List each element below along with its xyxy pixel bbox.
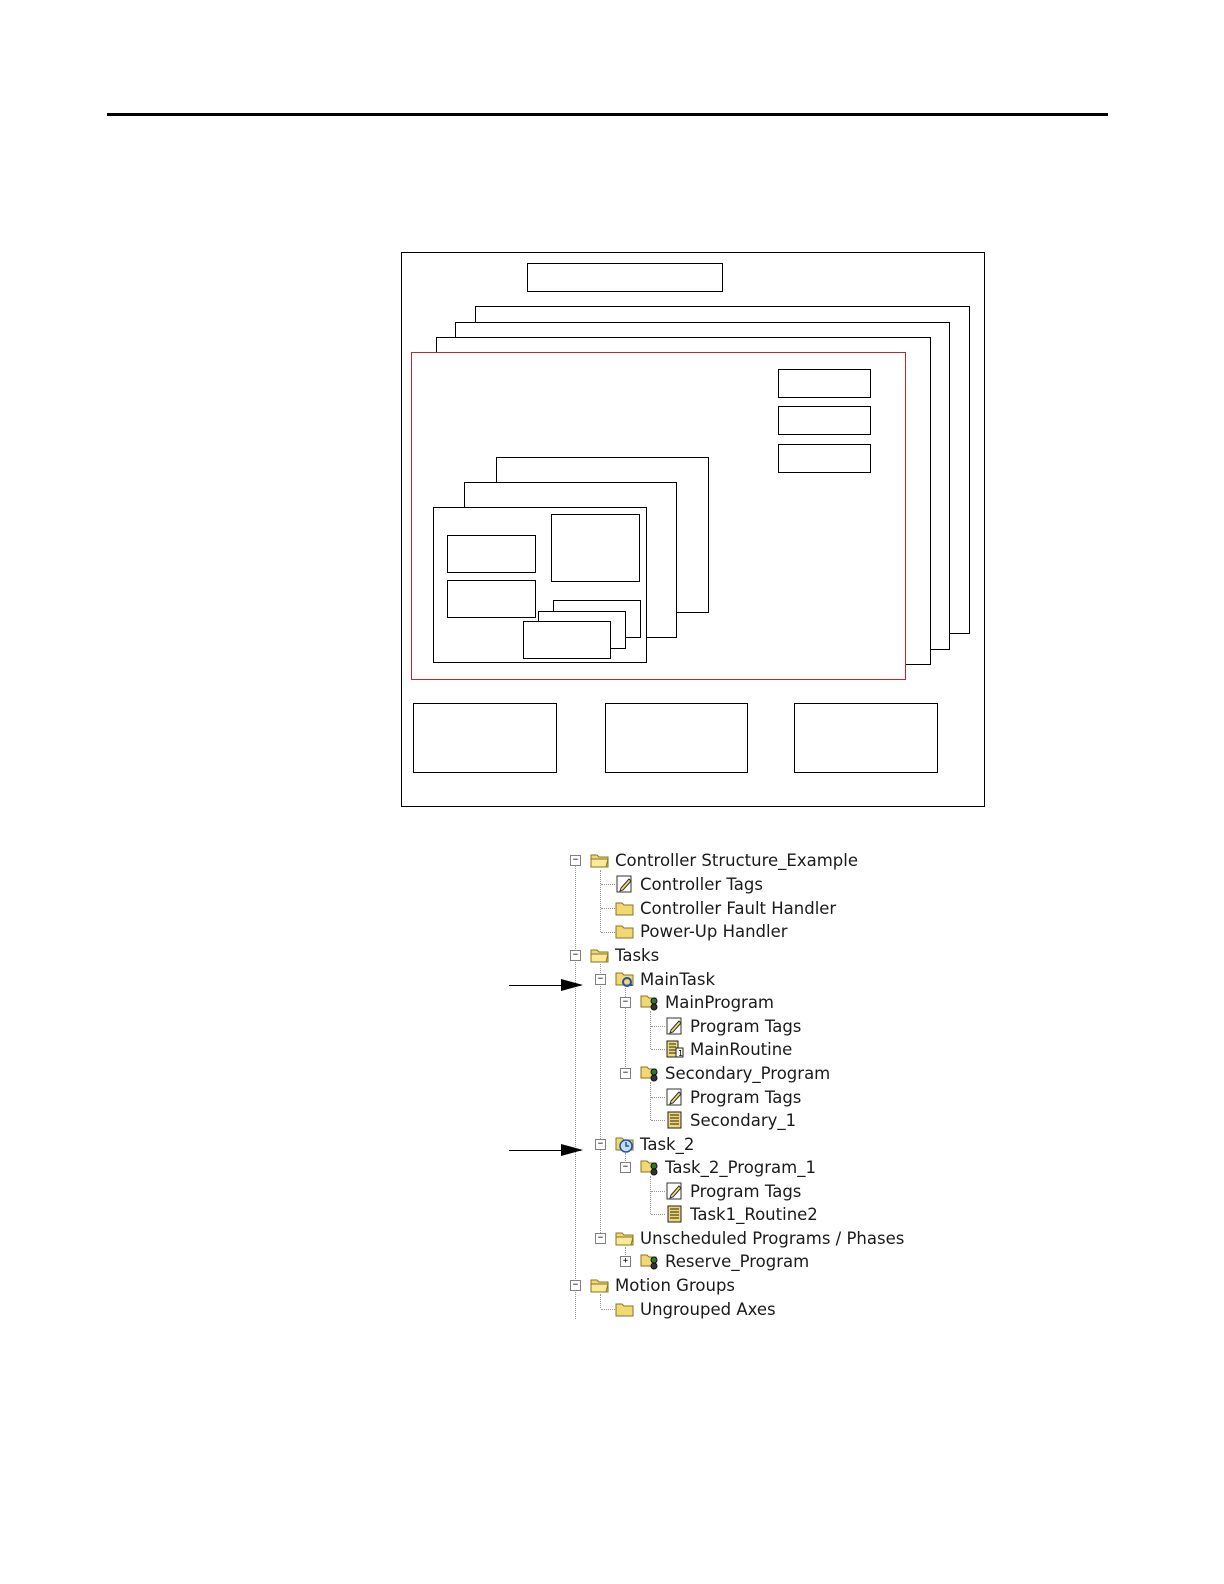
- collapse-toggle[interactable]: −: [570, 855, 581, 866]
- folder-icon: [615, 1303, 634, 1317]
- tree-node-program-tags[interactable]: Program Tags: [665, 1086, 801, 1108]
- routine-icon: [667, 1111, 682, 1129]
- tree-node-label: Motion Groups: [615, 1275, 736, 1295]
- tree-node-mainprogram[interactable]: MainProgram: [640, 991, 774, 1013]
- tree-node-task-2-program-1[interactable]: Task_2_Program_1: [640, 1156, 816, 1178]
- tree-node-controller-tags[interactable]: Controller Tags: [615, 873, 763, 895]
- folder-open-icon: [590, 949, 609, 963]
- folder-open-icon: [590, 1279, 609, 1293]
- collapse-toggle[interactable]: −: [620, 1068, 631, 1079]
- tree-node-task1-routine2[interactable]: Task1_Routine2: [665, 1203, 818, 1225]
- folder-icon: [615, 925, 634, 939]
- routine-icon: [667, 1205, 682, 1223]
- tree-node-maintask[interactable]: MainTask: [615, 968, 715, 990]
- collapse-toggle[interactable]: −: [595, 974, 606, 985]
- collapse-toggle[interactable]: −: [620, 1162, 631, 1173]
- expand-toggle[interactable]: +: [620, 1256, 631, 1267]
- tree-node-fault-handler[interactable]: Controller Fault Handler: [615, 897, 836, 919]
- tree-node-label: Program Tags: [690, 1087, 802, 1107]
- tags-icon: [666, 1017, 682, 1035]
- program-icon: [640, 995, 658, 1011]
- bottom-box-3: [794, 703, 938, 773]
- callout-arrow-maintask: [509, 979, 583, 991]
- periodic-task-icon: [615, 1137, 634, 1153]
- tree-node-secondary-program[interactable]: Secondary_Program: [640, 1062, 830, 1084]
- tree-node-label: Program Tags: [690, 1016, 802, 1036]
- tags-icon: [666, 1182, 682, 1200]
- tree-node-unscheduled[interactable]: Unscheduled Programs / Phases: [615, 1227, 904, 1249]
- tree-node-reserve-program[interactable]: Reserve_Program: [640, 1250, 809, 1272]
- routine-card-front: [523, 621, 611, 659]
- tree-node-label: MainProgram: [665, 992, 775, 1012]
- tree-node-task-2[interactable]: Task_2: [615, 1133, 694, 1155]
- tree-node-controller[interactable]: Controller Structure_Example: [590, 849, 858, 871]
- folder-icon: [615, 902, 634, 916]
- tree-node-ungrouped-axes[interactable]: Ungrouped Axes: [615, 1298, 776, 1320]
- controller-title-box: [527, 263, 723, 292]
- tree-node-mainroutine[interactable]: 1 MainRoutine: [665, 1038, 792, 1060]
- main-routine-icon: 1: [666, 1040, 684, 1058]
- task-option-box-1: [778, 369, 871, 398]
- tree-node-label: Controller Fault Handler: [640, 898, 837, 918]
- program-icon: [640, 1066, 658, 1082]
- task-option-box-3: [778, 444, 871, 473]
- tree-node-label: Tasks: [615, 945, 660, 965]
- tree-node-label: Secondary_Program: [665, 1063, 831, 1083]
- tree-node-label: Controller Tags: [640, 874, 763, 894]
- header-rule: [107, 113, 1108, 116]
- continuous-task-icon: [615, 972, 634, 987]
- program-icon: [640, 1254, 658, 1270]
- tags-icon: [616, 875, 632, 893]
- tree-node-tasks[interactable]: Tasks: [590, 944, 659, 966]
- bottom-box-2: [605, 703, 748, 773]
- bottom-box-1: [413, 703, 557, 773]
- tree-node-label: Reserve_Program: [665, 1251, 810, 1271]
- task-option-box-2: [778, 406, 871, 435]
- tree-node-program-tags[interactable]: Program Tags: [665, 1015, 801, 1037]
- program-item-box-2: [447, 580, 536, 618]
- tree-node-label: Task_2_Program_1: [665, 1157, 816, 1177]
- collapse-toggle[interactable]: −: [595, 1139, 606, 1150]
- collapse-toggle[interactable]: −: [595, 1233, 606, 1244]
- tree-node-label: Task_2: [640, 1134, 695, 1154]
- tree-node-program-tags[interactable]: Program Tags: [665, 1180, 801, 1202]
- collapse-toggle[interactable]: −: [620, 997, 631, 1008]
- tree-node-label: MainRoutine: [690, 1039, 793, 1059]
- program-data-box: [551, 514, 640, 582]
- folder-open-icon: [590, 854, 609, 868]
- callout-arrow-task-2: [509, 1144, 583, 1156]
- tree-node-label: Ungrouped Axes: [640, 1299, 776, 1319]
- tree-node-label: Power-Up Handler: [640, 921, 788, 941]
- program-item-box-1: [447, 535, 536, 573]
- tree-node-label: Unscheduled Programs / Phases: [640, 1228, 905, 1248]
- tree-node-label: MainTask: [640, 969, 715, 989]
- tree-node-motion-groups[interactable]: Motion Groups: [590, 1274, 735, 1296]
- folder-open-icon: [615, 1232, 634, 1246]
- tree-node-secondary-1[interactable]: Secondary_1: [665, 1109, 796, 1131]
- svg-text:1: 1: [678, 1049, 683, 1058]
- tree-node-powerup-handler[interactable]: Power-Up Handler: [615, 920, 788, 942]
- tree-node-label: Controller Structure_Example: [615, 850, 858, 870]
- collapse-toggle[interactable]: −: [570, 950, 581, 961]
- tree-node-label: Program Tags: [690, 1181, 802, 1201]
- tree-node-label: Secondary_1: [690, 1110, 797, 1130]
- tree-node-label: Task1_Routine2: [690, 1204, 818, 1224]
- program-icon: [640, 1160, 658, 1176]
- tags-icon: [666, 1088, 682, 1106]
- collapse-toggle[interactable]: −: [570, 1280, 581, 1291]
